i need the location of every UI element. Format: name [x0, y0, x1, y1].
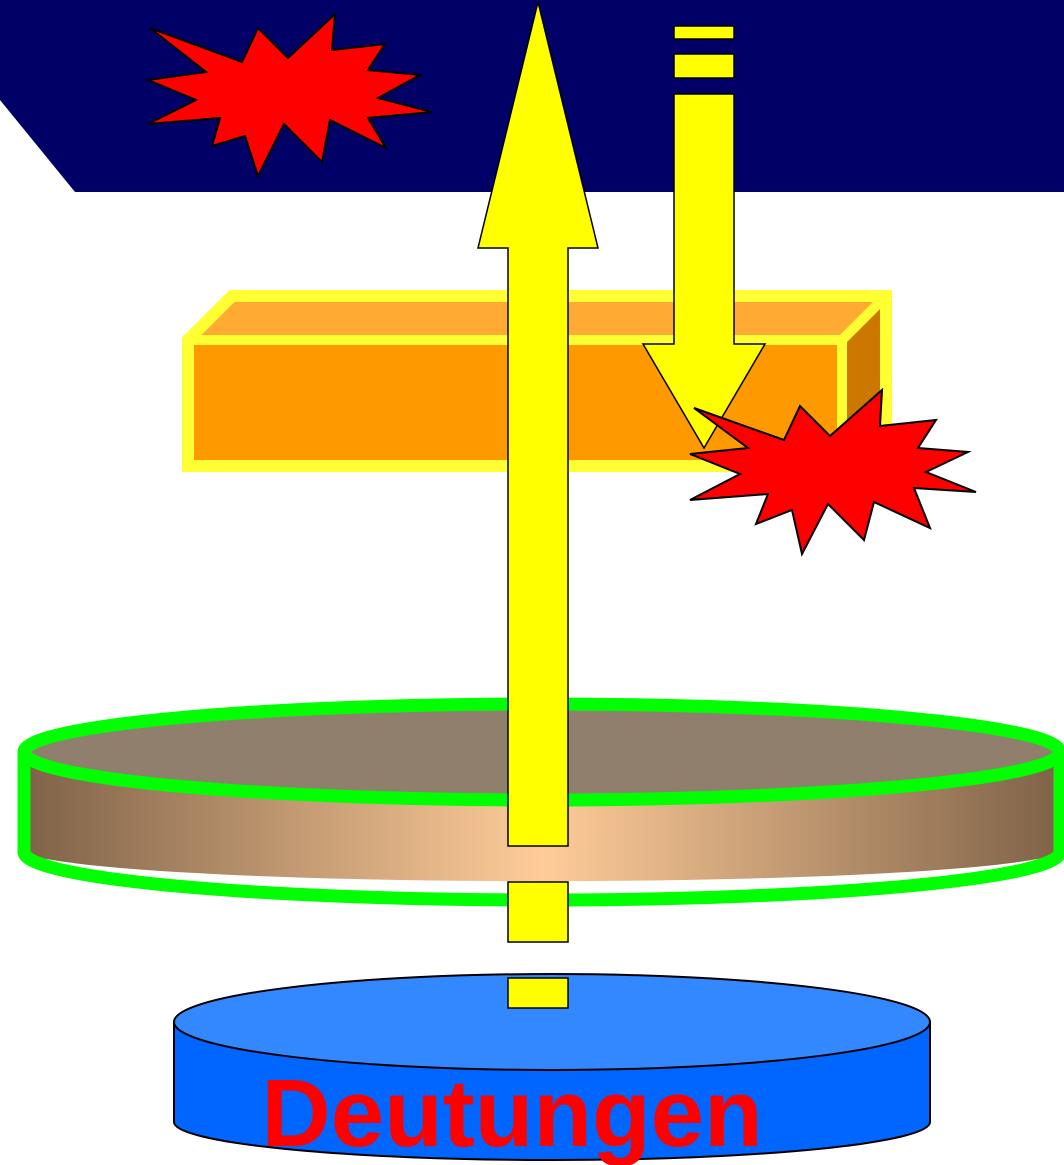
up-arrow-dash-bottom [508, 978, 568, 1008]
down-arrow-dash-1 [674, 26, 734, 39]
down-arrow-dash-2 [674, 54, 734, 78]
up-arrow-dash-mid [508, 882, 568, 942]
database-label: Deutungen [261, 1060, 762, 1165]
